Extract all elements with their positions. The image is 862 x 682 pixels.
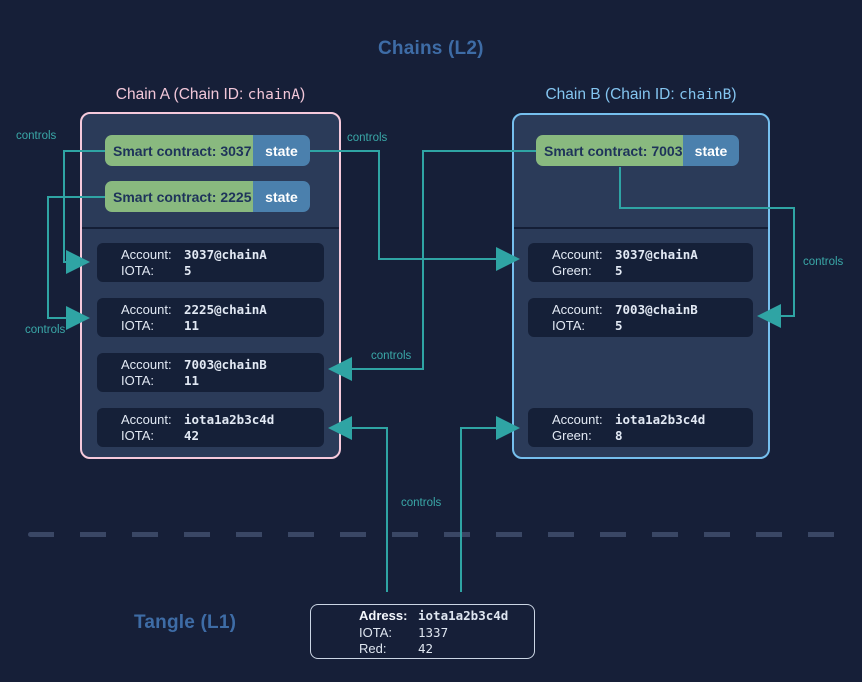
asset-label: IOTA:: [121, 373, 154, 388]
account-value: iota1a2b3c4d: [184, 412, 275, 427]
account-label: Account:: [121, 302, 172, 317]
account-label: Account:: [121, 412, 172, 427]
account-label: Account:: [552, 412, 603, 427]
chain-b-title: Chain B (Chain ID: chainB): [512, 86, 770, 104]
account-value: 2225@chainA: [184, 302, 267, 317]
controls-label: controls: [25, 324, 66, 336]
connector-l1address-to-acctB3: [460, 416, 520, 592]
chain-a-id: chainA: [247, 87, 301, 103]
smart-contract-7003-state-badge: state: [683, 135, 739, 166]
chain-b-panel: Smart contract: 7003 state Account: 3037@…: [512, 113, 770, 459]
chain-b-account-2: Account: 7003@chainB IOTA: 5: [528, 298, 753, 337]
account-value: 7003@chainB: [184, 357, 267, 372]
connector-sc3037-to-acctB1: [310, 150, 520, 271]
account-value: iota1a2b3c4d: [615, 412, 706, 427]
asset-amount: 42: [184, 428, 200, 443]
smart-contract-3037: Smart contract: 3037 state: [105, 135, 310, 166]
controls-label: controls: [803, 256, 844, 268]
asset-amount: 5: [615, 263, 623, 278]
l1-address-box: Adress: iota1a2b3c4d IOTA: 1337 Red: 42: [310, 604, 535, 659]
account-value: 7003@chainB: [615, 302, 698, 317]
chain-b-title-prefix: Chain B (Chain ID:: [545, 86, 679, 103]
smart-contract-7003-label: Smart contract: 7003: [536, 135, 683, 166]
chain-b-separator: [514, 227, 768, 229]
asset-label: IOTA:: [121, 428, 154, 443]
tangle-l1-title: Tangle (L1): [134, 612, 237, 633]
chain-a-account-3: Account: 7003@chainB IOTA: 11: [97, 353, 324, 392]
asset-label: Green:: [552, 263, 592, 278]
controls-label: controls: [401, 497, 442, 509]
smart-contract-2225: Smart contract: 2225 state: [105, 181, 310, 212]
controls-label: controls: [16, 130, 57, 142]
chain-b-id: chainB: [678, 87, 732, 103]
chain-a-account-2: Account: 2225@chainA IOTA: 11: [97, 298, 324, 337]
chain-a-separator: [82, 227, 339, 229]
red-amount: 42: [418, 641, 434, 656]
l1-l2-dashed-divider: [28, 532, 838, 537]
controls-label: controls: [347, 132, 388, 144]
chain-a-title-prefix: Chain A (Chain ID:: [115, 86, 248, 103]
iota-amount: 1337: [418, 624, 449, 640]
controls-label: controls: [371, 350, 412, 362]
account-value: 3037@chainA: [615, 247, 698, 262]
chain-b-account-3: Account: iota1a2b3c4d Green: 8: [528, 408, 753, 447]
smart-contract-7003: Smart contract: 7003 state: [536, 135, 739, 166]
address-value: iota1a2b3c4d: [418, 608, 509, 623]
chain-a-title: Chain A (Chain ID: chainA): [80, 86, 341, 104]
smart-contract-3037-label: Smart contract: 3037: [105, 135, 253, 166]
asset-label: IOTA:: [552, 318, 585, 333]
connector-sc7003-to-acctA3: [328, 150, 536, 381]
chains-l2-title: Chains (L2): [378, 38, 484, 59]
account-label: Account:: [552, 302, 603, 317]
asset-amount: 5: [184, 263, 192, 278]
chain-a-account-4: Account: iota1a2b3c4d IOTA: 42: [97, 408, 324, 447]
chain-b-title-suffix: ): [731, 86, 737, 103]
asset-amount: 11: [184, 373, 200, 388]
asset-label: IOTA:: [121, 263, 154, 278]
red-label: Red:: [359, 641, 387, 656]
asset-amount: 8: [615, 428, 623, 443]
account-label: Account:: [121, 247, 172, 262]
smart-contract-2225-label: Smart contract: 2225: [105, 181, 253, 212]
asset-amount: 5: [615, 318, 623, 333]
asset-label: Green:: [552, 428, 592, 443]
chain-b-account-1: Account: 3037@chainA Green: 5: [528, 243, 753, 282]
asset-amount: 11: [184, 318, 200, 333]
account-value: 3037@chainA: [184, 247, 267, 262]
chain-a-title-suffix: ): [300, 86, 306, 103]
smart-contract-3037-state-badge: state: [253, 135, 310, 166]
smart-contract-2225-state-badge: state: [253, 181, 310, 212]
asset-label: IOTA:: [121, 318, 154, 333]
account-label: Account:: [552, 247, 603, 262]
chain-a-account-1: Account: 3037@chainA IOTA: 5: [97, 243, 324, 282]
chain-a-panel: Smart contract: 3037 state Smart contrac…: [80, 112, 341, 459]
iota-label: IOTA:: [359, 624, 392, 640]
account-label: Account:: [121, 357, 172, 372]
address-label: Adress:: [359, 608, 408, 623]
